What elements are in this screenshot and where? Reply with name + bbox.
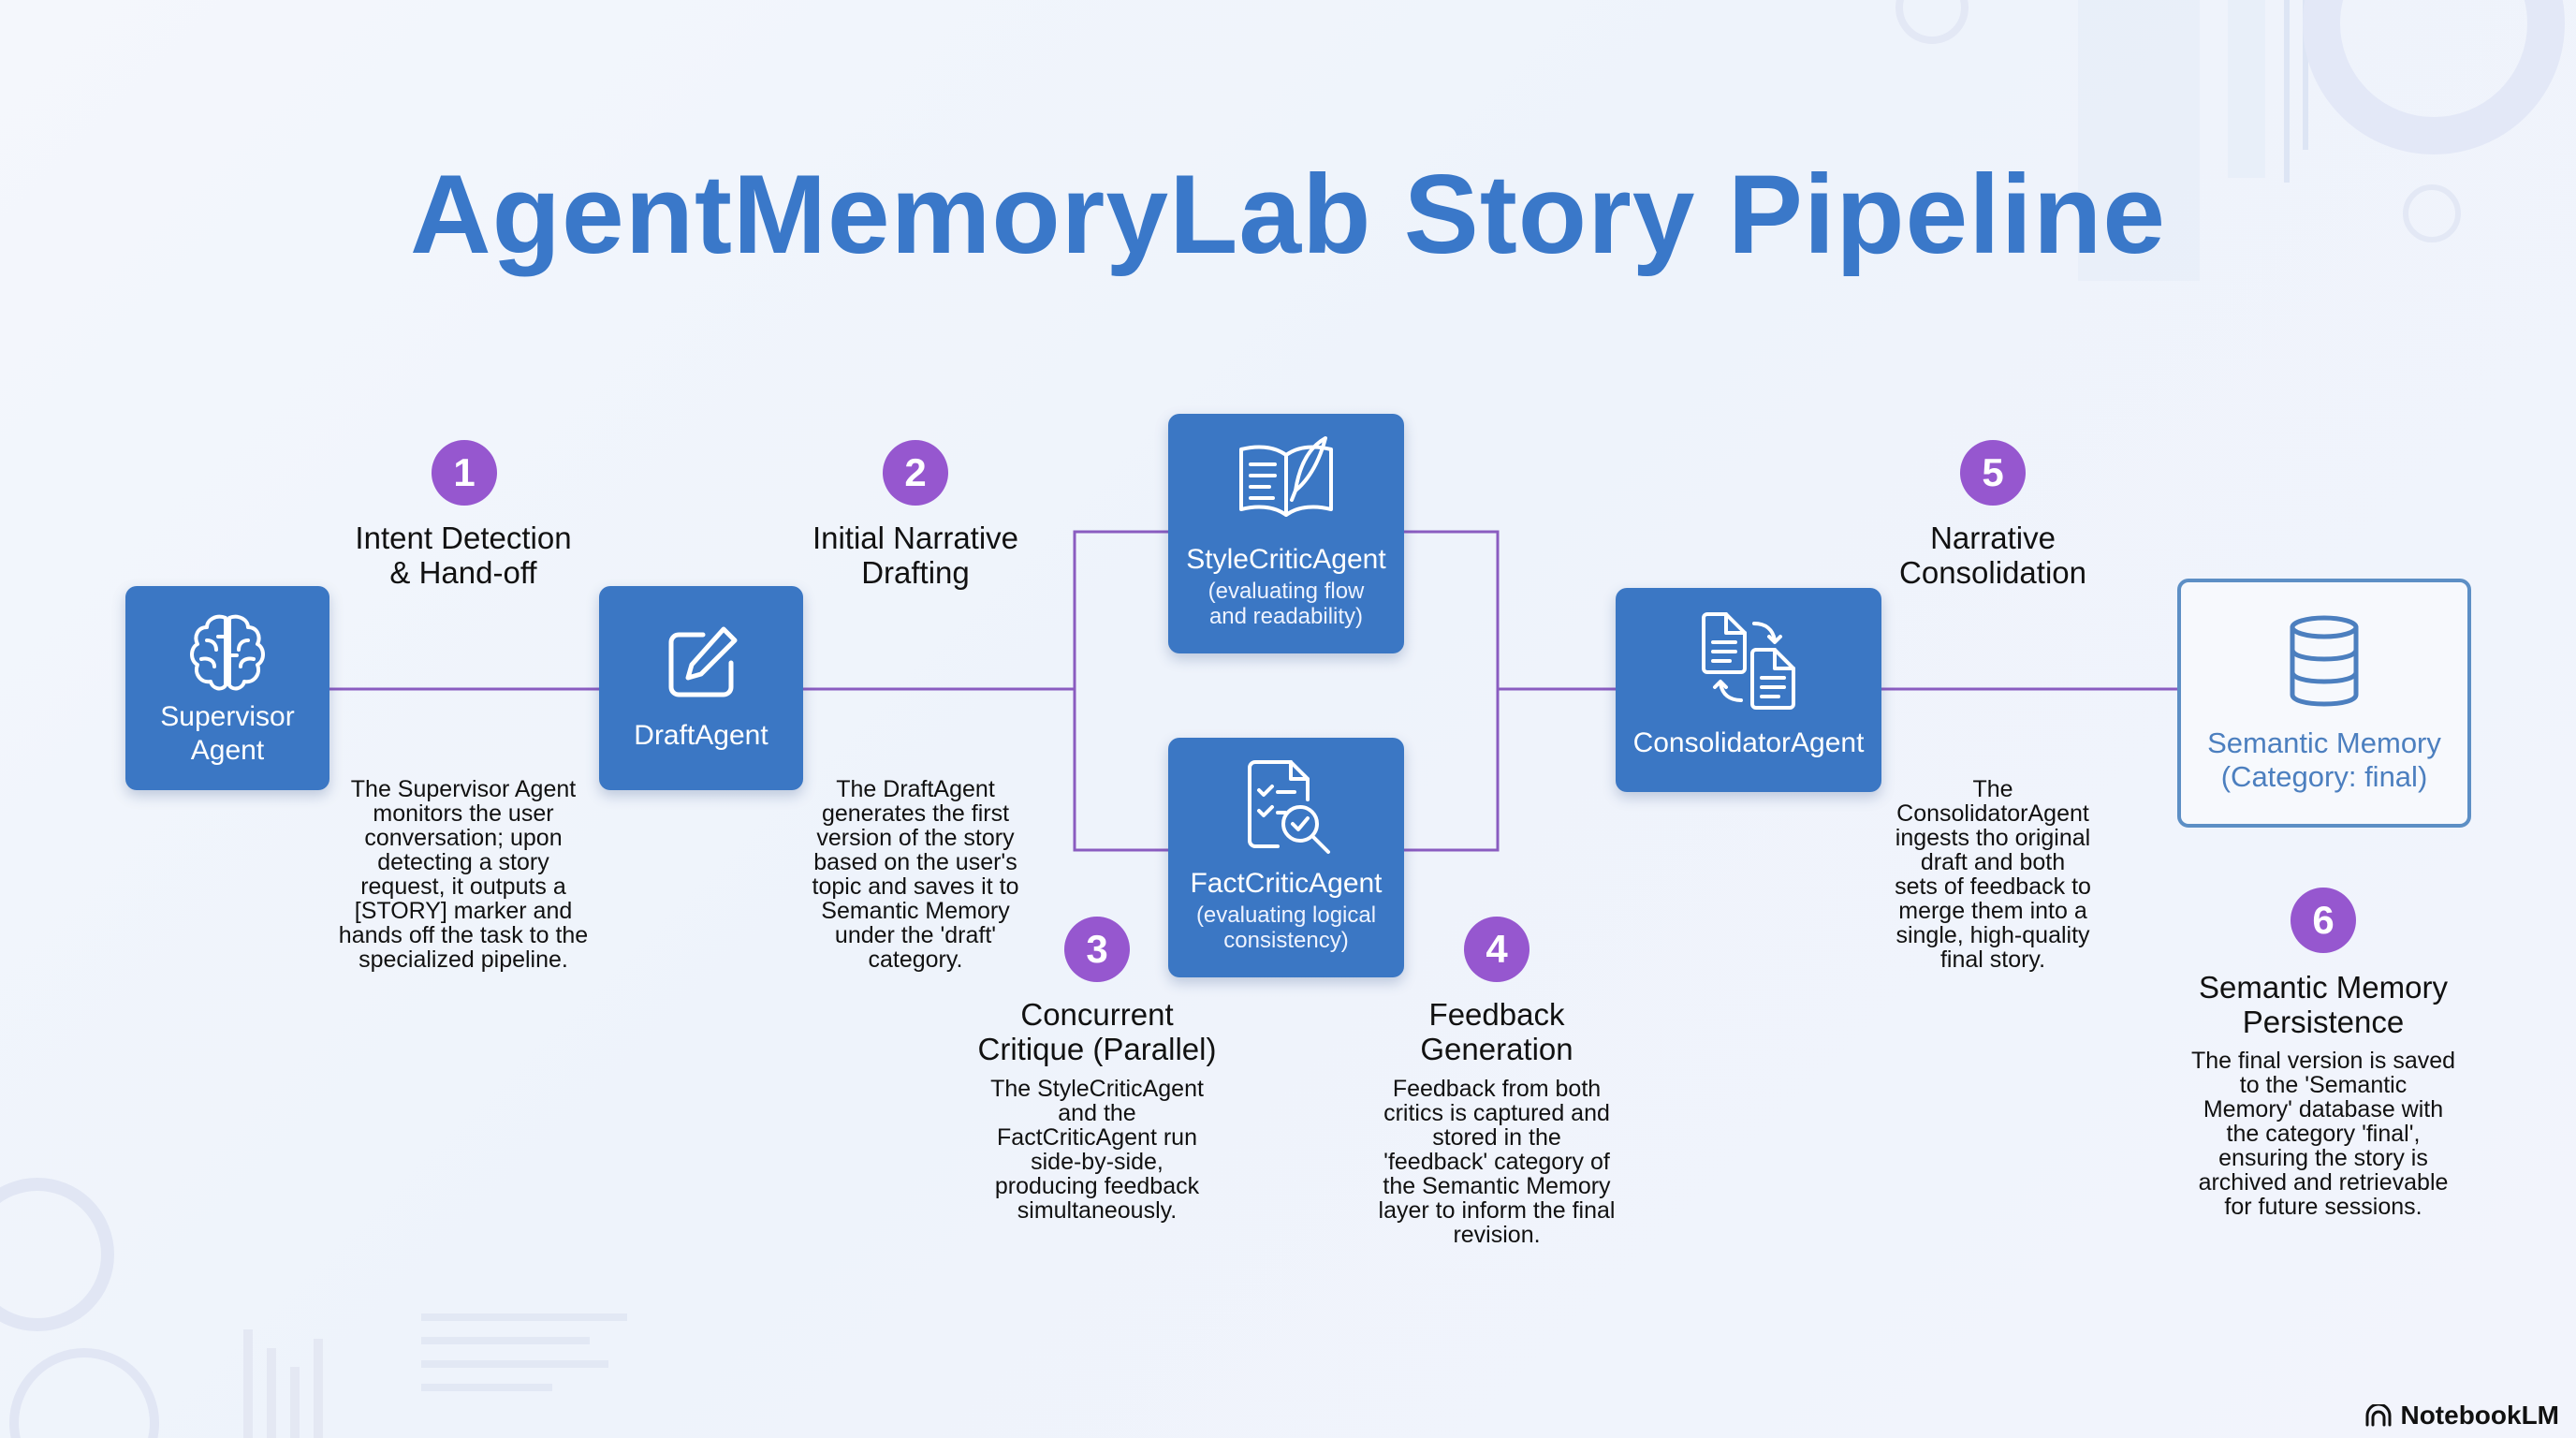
consolidator-agent-node[interactable]: ConsolidatorAgent bbox=[1616, 588, 1881, 792]
step-5-description: The ConsolidatorAgent ingests tho origin… bbox=[1895, 776, 2091, 973]
style-critic-agent-node[interactable]: StyleCriticAgent (evaluating flow and re… bbox=[1168, 414, 1404, 653]
step-1-title: Intent Detection & Hand-off bbox=[355, 521, 572, 590]
semantic-memory-node[interactable]: Semantic Memory (Category: final) bbox=[2177, 579, 2471, 828]
supervisor-agent-node[interactable]: Supervisor Agent bbox=[125, 586, 329, 790]
step-3-badge: 3 bbox=[1064, 917, 1130, 982]
step-5-title: Narrative Consolidation bbox=[1899, 521, 2086, 590]
semantic-memory-label: Semantic Memory (Category: final) bbox=[2207, 726, 2441, 793]
step-2-description: The DraftAgent generates the first versi… bbox=[812, 776, 1019, 973]
draft-agent-label: DraftAgent bbox=[634, 720, 768, 751]
supervisor-agent-label: Supervisor Agent bbox=[160, 701, 295, 766]
database-icon bbox=[2181, 614, 2467, 708]
consolidator-agent-label: ConsolidatorAgent bbox=[1632, 727, 1865, 758]
notebooklm-logo-icon bbox=[2365, 1404, 2392, 1427]
connector-split-style bbox=[1073, 530, 1168, 852]
step-1-badge: 1 bbox=[432, 440, 497, 506]
step-3-title: Concurrent Critique (Parallel) bbox=[977, 997, 1217, 1066]
connector-join bbox=[1404, 530, 1500, 852]
pencil-edit-icon bbox=[599, 620, 803, 706]
step-4-title: Feedback Generation bbox=[1420, 997, 1573, 1066]
step-1-description: The Supervisor Agent monitors the user c… bbox=[338, 776, 589, 973]
page-title: AgentMemoryLab Story Pipeline bbox=[410, 152, 2166, 277]
documents-swap-icon bbox=[1616, 610, 1881, 713]
step-6-title: Semantic Memory Persistence bbox=[2199, 970, 2448, 1039]
draft-agent-node[interactable]: DraftAgent bbox=[599, 586, 803, 790]
fact-critic-agent-label: FactCriticAgent bbox=[1190, 868, 1383, 899]
step-6-badge: 6 bbox=[2291, 888, 2356, 953]
step-6-description: The final version is saved to the 'Seman… bbox=[2190, 1048, 2456, 1220]
step-4-badge: 4 bbox=[1464, 917, 1530, 982]
step-2-badge: 2 bbox=[883, 440, 948, 506]
step-4-description: Feedback from both critics is captured a… bbox=[1378, 1076, 1616, 1248]
fact-critic-agent-sublabel: (evaluating logical consistency) bbox=[1195, 902, 1377, 953]
fact-critic-agent-node[interactable]: FactCriticAgent (evaluating logical cons… bbox=[1168, 738, 1404, 977]
notebooklm-brand: NotebookLM bbox=[2364, 1401, 2559, 1431]
book-quill-icon bbox=[1168, 434, 1404, 521]
step-5-badge: 5 bbox=[1960, 440, 2026, 506]
style-critic-agent-label: StyleCriticAgent bbox=[1186, 544, 1386, 575]
document-search-icon bbox=[1168, 758, 1404, 856]
step-2-title: Initial Narrative Drafting bbox=[812, 521, 1019, 590]
brand-label: NotebookLM bbox=[2400, 1401, 2559, 1430]
brain-icon bbox=[125, 609, 329, 695]
style-critic-agent-sublabel: (evaluating flow and readability) bbox=[1208, 579, 1365, 629]
step-3-description: The StyleCriticAgent and the FactCriticA… bbox=[990, 1076, 1204, 1224]
